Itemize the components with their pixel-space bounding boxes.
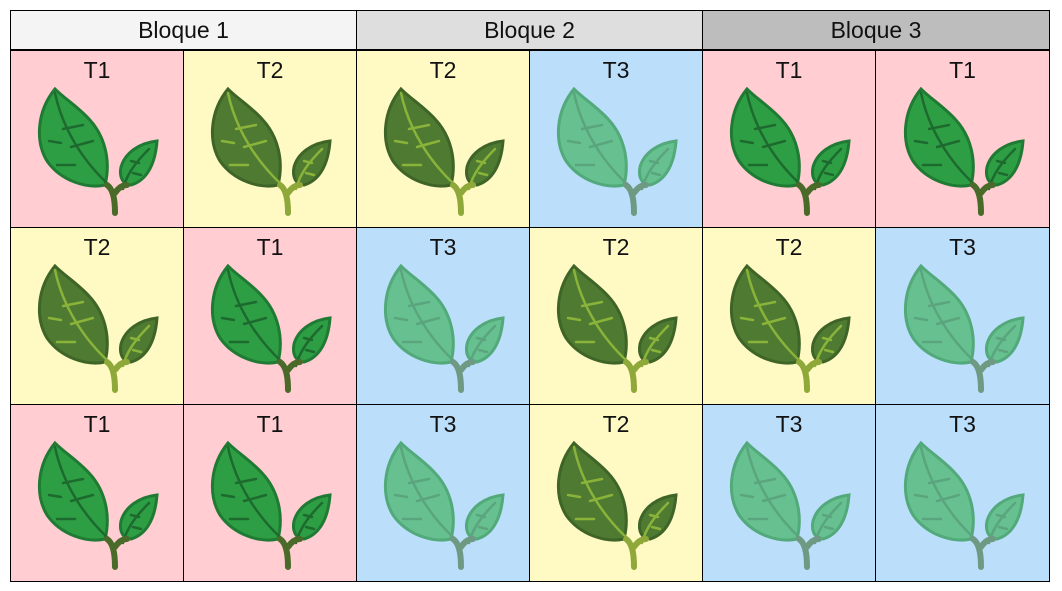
plot-cell: T2 xyxy=(356,50,530,228)
plant-icon xyxy=(893,81,1033,221)
plant-icon xyxy=(27,258,167,398)
treatment-label: T2 xyxy=(429,57,457,83)
plant-icon xyxy=(546,435,686,575)
plant-icon xyxy=(200,258,340,398)
treatment-label: T1 xyxy=(83,411,111,437)
treatment-label: T3 xyxy=(429,411,457,437)
plant-icon xyxy=(373,258,513,398)
block-header-2: Bloque 2 xyxy=(356,10,703,50)
plant-icon xyxy=(893,435,1033,575)
treatment-label: T2 xyxy=(602,234,630,260)
plot-cell: T3 xyxy=(875,227,1050,405)
plot-cell: T1 xyxy=(702,50,876,228)
plot-cell: T2 xyxy=(702,227,876,405)
plant-icon xyxy=(719,258,859,398)
plot-cell: T1 xyxy=(10,50,184,228)
treatment-label: T3 xyxy=(602,57,630,83)
plot-cell: T3 xyxy=(875,404,1050,582)
treatment-label: T3 xyxy=(949,234,976,260)
plot-cell: T3 xyxy=(356,227,530,405)
plant-icon xyxy=(719,435,859,575)
plant-icon xyxy=(546,258,686,398)
plot-cell: T1 xyxy=(10,404,184,582)
treatment-label: T2 xyxy=(256,57,284,83)
treatment-label: T3 xyxy=(429,234,457,260)
plant-icon xyxy=(373,81,513,221)
treatment-label: T2 xyxy=(602,411,630,437)
treatment-label: T1 xyxy=(775,57,803,83)
treatment-label: T1 xyxy=(949,57,976,83)
block-header-1: Bloque 1 xyxy=(10,10,357,50)
plot-cell: T1 xyxy=(875,50,1050,228)
plant-icon xyxy=(373,435,513,575)
plant-icon xyxy=(27,435,167,575)
plot-cell: T3 xyxy=(702,404,876,582)
treatment-label: T2 xyxy=(775,234,803,260)
block-header-3: Bloque 3 xyxy=(702,10,1050,50)
treatment-label: T3 xyxy=(775,411,803,437)
plant-icon xyxy=(27,81,167,221)
plot-cell: T1 xyxy=(183,227,357,405)
treatment-label: T2 xyxy=(83,234,111,260)
treatment-label: T1 xyxy=(256,411,284,437)
plot-cell: T1 xyxy=(183,404,357,582)
plant-icon xyxy=(200,435,340,575)
plot-cell: T3 xyxy=(529,50,703,228)
plant-icon xyxy=(893,258,1033,398)
plot-cell: T2 xyxy=(529,404,703,582)
plot-cell: T2 xyxy=(10,227,184,405)
plot-cell: T2 xyxy=(529,227,703,405)
treatment-label: T1 xyxy=(83,57,111,83)
plant-icon xyxy=(200,81,340,221)
plant-icon xyxy=(546,81,686,221)
treatment-label: T3 xyxy=(949,411,976,437)
plot-cell: T3 xyxy=(356,404,530,582)
plot-cell: T2 xyxy=(183,50,357,228)
treatment-label: T1 xyxy=(256,234,284,260)
plant-icon xyxy=(719,81,859,221)
